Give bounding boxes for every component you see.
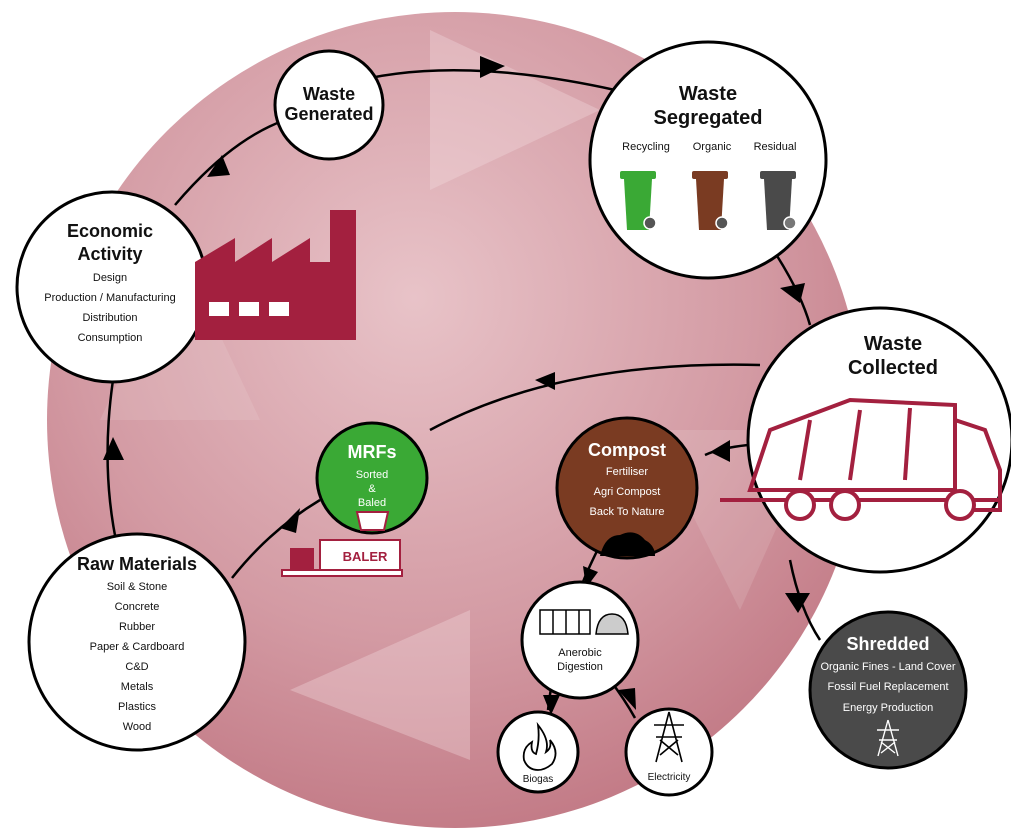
factory-icon [195,210,356,340]
arc-mrfs-to-rawmaterials [231,498,321,579]
economic-activity-line1: Economic [67,221,153,241]
mrfs-title: MRFs [348,442,397,462]
waste-segregated-line2: Segregated [654,107,763,129]
raw-materials-item: Plastics [118,701,156,713]
anaerobic-line1: Anerobic [558,647,602,659]
economic-activity-item: Design [93,272,127,284]
node-biogas[interactable]: Biogas [496,710,580,794]
flame-icon [522,721,557,771]
electricity-label: Electricity [648,772,691,783]
raw-materials-item: Rubber [119,621,155,633]
node-shredded[interactable]: Shredded Organic Fines - Land Cover Foss… [808,610,968,770]
biogas-label: Biogas [523,774,554,785]
arc-collected-to-mrfs [429,363,761,432]
waste-generated-line2: Generated [284,104,373,124]
economic-activity-item: Distribution [82,312,137,324]
waste-collected-line1: Waste [864,333,922,355]
node-waste-generated[interactable]: Waste Generated [273,49,385,161]
pylon-icon [654,711,684,763]
bin-label-organic: Organic [693,141,732,153]
mrfs-item: Baled [358,497,386,509]
compost-item: Agri Compost [594,486,661,498]
node-waste-collected[interactable]: Waste Collected [720,306,1011,574]
bin-label-recycling: Recycling [622,141,670,153]
baler-label: BALER [343,549,388,564]
node-waste-segregated[interactable]: Waste Segregated Recycling Organic Resid… [588,40,828,280]
baler-icon: BALER [281,511,403,577]
arc-rawmaterials-to-economic [106,379,120,551]
node-compost[interactable]: Compost Fertiliser Agri Compost Back To … [555,416,699,560]
compost-heap-icon [600,532,655,556]
node-electricity[interactable]: Electricity [624,707,714,797]
bin-label-residual: Residual [754,141,797,153]
shredded-item: Organic Fines - Land Cover [820,661,955,673]
shredded-item: Fossil Fuel Replacement [827,681,948,693]
waste-segregated-line1: Waste [679,83,737,105]
raw-materials-item: Concrete [115,601,160,613]
anaerobic-line2: Digestion [557,661,603,673]
economic-activity-item: Production / Manufacturing [44,292,175,304]
compost-title: Compost [588,440,666,460]
raw-materials-item: Wood [123,721,152,733]
arc-economic-to-generated [174,118,286,206]
node-economic-activity[interactable]: Economic Activity Design Production / Ma… [15,190,209,384]
residual-bin-icon [760,171,797,230]
pylon-icon [877,719,899,757]
shredded-item: Energy Production [843,702,934,714]
mrfs-item: Sorted [356,469,388,481]
raw-materials-item: Metals [121,681,154,693]
raw-materials-item: C&D [125,661,148,673]
recycling-bin-icon [620,171,657,230]
garbage-truck-icon [720,397,1002,521]
raw-materials-item: Soil & Stone [107,581,168,593]
waste-collected-line2: Collected [848,357,938,379]
shredded-title: Shredded [846,634,929,654]
node-mrfs[interactable]: MRFs Sorted & Baled [315,421,429,535]
node-anaerobic-digestion[interactable]: Anerobic Digestion [520,580,640,700]
raw-materials-title: Raw Materials [77,554,197,574]
compost-item: Fertiliser [606,466,649,478]
raw-materials-item: Paper & Cardboard [90,641,185,653]
arrow-heads [103,56,810,715]
economic-activity-item: Consumption [78,332,143,344]
node-raw-materials[interactable]: Raw Materials Soil & Stone Concrete Rubb… [27,532,247,752]
digester-icon [539,609,629,635]
economic-activity-line2: Activity [77,244,142,264]
waste-generated-line1: Waste [303,84,355,104]
mrfs-item: & [368,483,376,495]
compost-item: Back To Nature [589,506,664,518]
organic-bin-icon [692,171,729,230]
